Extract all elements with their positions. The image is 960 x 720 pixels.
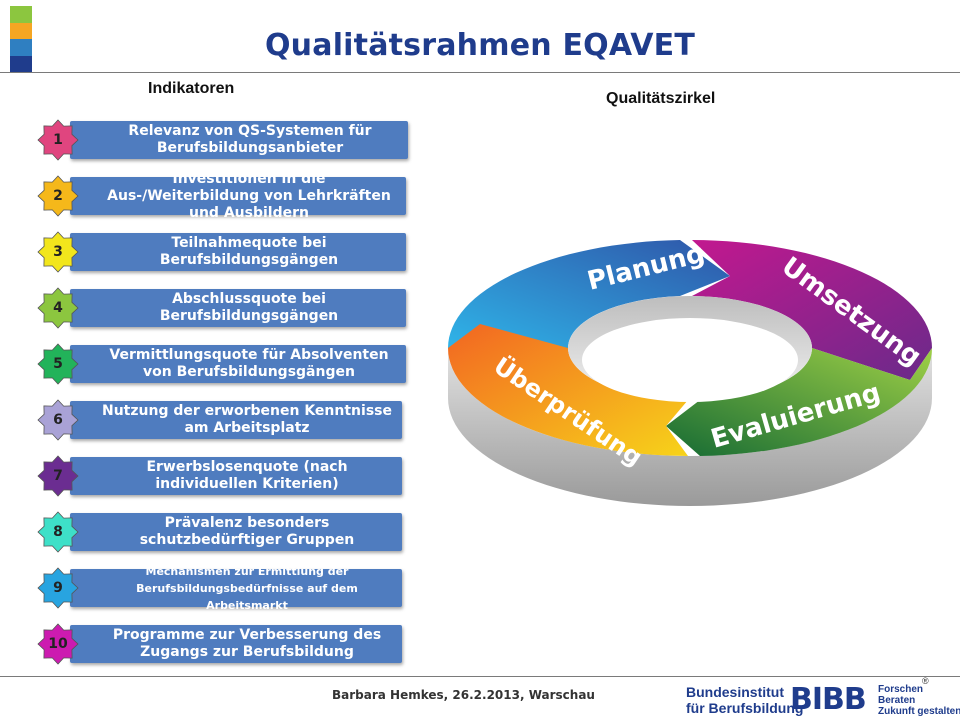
- cycle-segment-planung: [447, 240, 730, 348]
- indicator-label: Nutzung der erworbenen Kenntnisse am Arb…: [70, 401, 402, 439]
- indicator-label: Erwerbslosenquote (nach individuellen Kr…: [70, 457, 402, 495]
- indicator-number: 7: [53, 468, 63, 484]
- indicator-item: Mechanismen zur Ermittlung der Berufsbil…: [36, 565, 410, 612]
- indicator-item: Erwerbslosenquote (nach individuellen Kr…: [36, 454, 410, 498]
- indicator-number: 9: [53, 580, 63, 596]
- cycle-segment-ueberpruefung: [448, 324, 688, 456]
- cycle-segment-umsetzung: [692, 240, 932, 380]
- logo-slogan-line: Beraten: [878, 695, 916, 706]
- page-title: Qualitätsrahmen EQAVET: [264, 28, 695, 63]
- indicator-number: 5: [53, 356, 63, 372]
- indicator-number: 6: [53, 412, 63, 428]
- quality-cycle-diagram: Planung Umsetzung Evaluierung Überprüfun…: [447, 239, 933, 506]
- indicator-label: Programme zur Verbesserung des Zugangs z…: [70, 625, 402, 663]
- ring-inner-hole: [568, 296, 812, 402]
- logo-institute-line: für Berufsbildung: [686, 700, 804, 716]
- indicator-label: Vermittlungsquote für Absolventen von Be…: [70, 345, 406, 383]
- star-badge-icon: 7: [36, 454, 80, 498]
- indicator-item: Nutzung der erworbenen Kenntnisse am Arb…: [36, 398, 410, 442]
- indicator-number: 2: [53, 188, 63, 204]
- indicator-item: Programme zur Verbesserung des Zugangs z…: [36, 622, 410, 666]
- logo-institute-line: Bundesinstitut: [686, 684, 784, 700]
- logo-slogan-line: Forschen: [878, 684, 924, 695]
- indicator-item: Vermittlungsquote für Absolventen von Be…: [36, 342, 410, 386]
- indicator-item: Relevanz von QS-Systemen für Berufsbildu…: [36, 118, 410, 162]
- indicator-number: 1: [53, 132, 63, 148]
- star-badge-icon: 3: [36, 230, 80, 274]
- star-badge-icon: 1: [36, 118, 80, 162]
- star-badge-icon: 10: [36, 622, 80, 666]
- indicator-label: Prävalenz besonders schutzbedürftiger Gr…: [70, 513, 402, 551]
- indicator-number: 3: [53, 244, 63, 260]
- indicator-label: Mechanismen zur Ermittlung der Berufsbil…: [70, 565, 402, 612]
- ring-side-wall: [448, 348, 932, 506]
- registered-mark: ®: [922, 676, 929, 686]
- cycle-heading: Qualitätszirkel: [606, 90, 716, 107]
- corner-color-strip: [10, 6, 32, 72]
- indicator-item: Teilnahmequote bei Berufsbildungsgängen 3: [36, 230, 410, 274]
- indicators-heading: Indikatoren: [148, 80, 235, 97]
- indicator-label: Abschlussquote bei Berufsbildungsgängen: [70, 289, 406, 327]
- indicator-item: Investitionen in die Aus-/Weiterbildung …: [36, 171, 410, 221]
- logo-slogan-line: Zukunft gestalten: [878, 706, 960, 717]
- logo-slogan: Forschen Beraten Zukunft gestalten: [878, 684, 960, 717]
- indicator-number: 8: [53, 524, 63, 540]
- star-badge-icon: 9: [36, 566, 80, 610]
- logo-brand: BIBB: [790, 682, 867, 717]
- star-badge-icon: 6: [36, 398, 80, 442]
- star-badge-icon: 8: [36, 510, 80, 554]
- cycle-segment-evaluierung: [666, 348, 933, 456]
- star-badge-icon: 2: [36, 174, 80, 218]
- indicator-label: Relevanz von QS-Systemen für Berufsbildu…: [70, 121, 408, 159]
- bottom-divider: [0, 676, 960, 677]
- top-divider: [0, 72, 960, 73]
- indicator-label: Investitionen in die Aus-/Weiterbildung …: [70, 171, 406, 221]
- star-badge-icon: 4: [36, 286, 80, 330]
- indicator-item: Prävalenz besonders schutzbedürftiger Gr…: [36, 510, 410, 554]
- star-badge-icon: 5: [36, 342, 80, 386]
- indicator-item: Abschlussquote bei Berufsbildungsgängen 4: [36, 286, 410, 330]
- indicator-number: 4: [53, 300, 63, 316]
- presenter-info: Barbara Hemkes, 26.2.2013, Warschau: [332, 688, 595, 702]
- indicator-label: Teilnahmequote bei Berufsbildungsgängen: [70, 233, 406, 271]
- indicator-number: 10: [48, 636, 68, 652]
